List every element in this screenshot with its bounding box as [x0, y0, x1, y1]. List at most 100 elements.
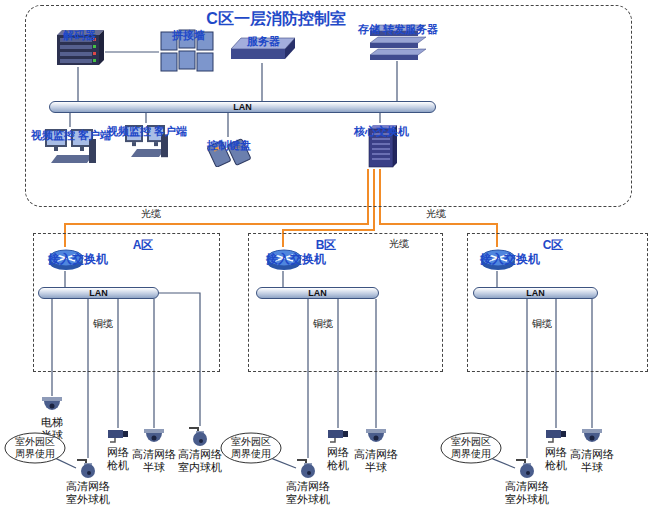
decoder-device: 解码器 [53, 29, 105, 67]
access-device: 接入交换机 [480, 247, 516, 271]
dome-icon [365, 428, 387, 446]
lan-bus-bar: LAN [49, 101, 436, 113]
ptz-icon [188, 426, 212, 446]
node-label: 网络 枪机 [545, 446, 567, 472]
gun-lens [561, 431, 566, 437]
copper-cable [77, 67, 78, 101]
node-label: 高清网络 半球 [132, 448, 176, 474]
gun-device: 网络 枪机 [106, 428, 130, 472]
rack-led [93, 59, 96, 62]
dome-device: 高清网络 半球 [132, 428, 176, 474]
copper-cable [64, 271, 65, 287]
node-label: LAN [89, 288, 108, 298]
callout-ellipse: 室外园区 周界使用 [4, 432, 66, 464]
dome-ball [146, 433, 162, 442]
node-label: 高清网络 室外球机 [286, 480, 330, 506]
ptz-icon [296, 458, 320, 478]
client-device: 视频监控 客户端 [45, 127, 97, 167]
node-label: 室外园区 周界使用 [15, 436, 55, 460]
client-keyboard [131, 149, 165, 157]
storage-top [370, 37, 426, 43]
node-label: 存储 转发服务器 [358, 23, 438, 36]
gun-icon [326, 428, 350, 444]
copper-cable [145, 113, 146, 123]
dome-ball [368, 433, 384, 442]
ptz-ball [301, 464, 315, 478]
callout-ellipse: 室外园区 周界使用 [440, 432, 502, 464]
copper-cable [69, 113, 70, 127]
copper-cable [591, 299, 592, 428]
node-label: 高清网络 半球 [570, 448, 614, 474]
dome-lens [374, 436, 379, 441]
lan-bus-bar: LAN [256, 287, 379, 299]
copper-cable [337, 299, 338, 428]
rack-slot [60, 59, 92, 63]
node-label: 服务器 [247, 35, 280, 48]
copper-cable [375, 299, 376, 428]
copper-cable [396, 61, 397, 101]
cable-label: 铜缆 [92, 318, 114, 330]
keyboard-device: 控制键盘 [207, 137, 251, 167]
server-device: 服务器 [231, 35, 295, 63]
copper-cable [117, 299, 118, 428]
storage-device: 存储 转发服务器 [370, 23, 426, 61]
node-label: LAN [233, 102, 252, 112]
copper-cable [307, 299, 308, 458]
copper-cable [227, 113, 228, 137]
gun-body [108, 430, 123, 438]
dome-base [366, 429, 386, 433]
zone-box: C区接入交换机LAN [467, 233, 648, 372]
callout-ellipse: 室外园区 周界使用 [220, 432, 282, 464]
leader-line [272, 459, 296, 468]
copper-cable [526, 299, 527, 458]
ellipse-shape [441, 433, 501, 463]
ptz-lens [199, 439, 203, 443]
wall-screen [161, 53, 177, 71]
node-label: 网络 枪机 [107, 446, 129, 472]
gun-body [546, 430, 561, 438]
lan-bus-bar: LAN [38, 287, 159, 299]
wall-screen [179, 51, 195, 69]
dome-icon [581, 428, 603, 446]
node-label: 视频监控 客户端 [31, 129, 111, 142]
storage-front [370, 55, 418, 60]
server-front [231, 49, 285, 59]
dome-device: 高清网络 半球 [570, 428, 614, 474]
core-slot [372, 159, 390, 160]
ptz-device: 高清网络 室外球机 [505, 458, 549, 506]
node-label: 视频监控 客户端 [107, 125, 187, 138]
dome-lens [50, 404, 55, 409]
ellipse-shape [5, 433, 65, 463]
region-title: A区 [133, 237, 154, 253]
node-label: 室外园区 周界使用 [231, 436, 271, 460]
node-label: 解码器 [63, 29, 96, 42]
core-slot [372, 139, 390, 140]
dome-device: 高清网络 半球 [354, 428, 398, 474]
rack-slot [60, 52, 92, 56]
ptz-lens [307, 471, 311, 475]
lan-bus-bar: LAN [473, 287, 598, 299]
dome-icon [41, 396, 63, 414]
server-side [285, 38, 295, 59]
ptz-device: 高清网络 室外球机 [66, 458, 110, 506]
zone-box: A区接入交换机LAN [33, 233, 220, 372]
cable-label: 光缆 [388, 238, 410, 250]
zone-box: B区接入交换机LAN [248, 233, 443, 372]
region-title: C区 [543, 237, 564, 253]
monitor-stand [54, 147, 58, 151]
node-label: LAN [526, 288, 545, 298]
gun-body [328, 430, 343, 438]
node-label: 接入交换机 [480, 253, 540, 266]
wall-device: 拼接墙 [159, 27, 217, 73]
copper-cable [261, 63, 262, 101]
ptz-device: 高清网络 室内球机 [178, 426, 222, 474]
dome-icon [143, 428, 165, 446]
access-device: 接入交换机 [266, 247, 302, 271]
gun-icon [106, 428, 130, 444]
cable-label: 光缆 [140, 208, 162, 220]
client-keyboard [51, 155, 93, 163]
node-label: LAN [308, 288, 327, 298]
ptz-icon [76, 458, 100, 478]
control-room: C区一层消防控制室解码器拼接墙服务器存储 转发服务器LAN视频监控 客户端视频监… [25, 5, 632, 207]
cable-label: 光缆 [425, 208, 447, 220]
